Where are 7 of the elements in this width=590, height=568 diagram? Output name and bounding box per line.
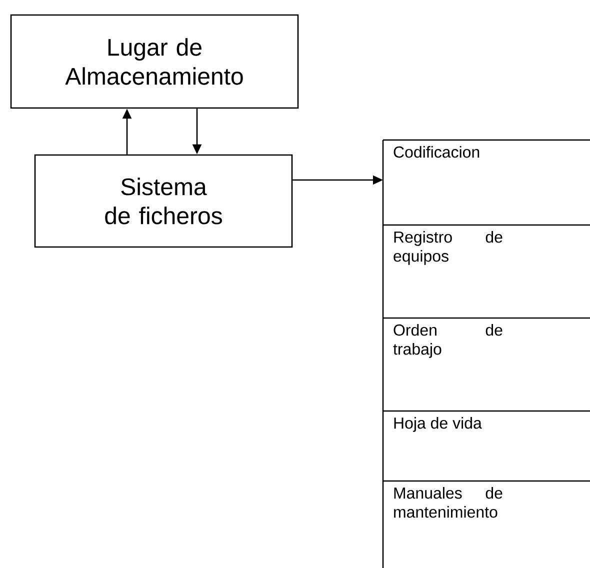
list-cell: Manuales de mantenimiento	[382, 480, 590, 568]
list-cell: Codificacion	[382, 139, 590, 226]
list-cell: Registro de equipos	[382, 224, 590, 319]
process-box: Lugar de Almacenamiento	[10, 14, 299, 109]
list-cell: Hoja de vida	[382, 410, 590, 482]
list-cell: Orden de trabajo	[382, 317, 590, 412]
process-box: Sistema de ficheros	[34, 154, 293, 248]
